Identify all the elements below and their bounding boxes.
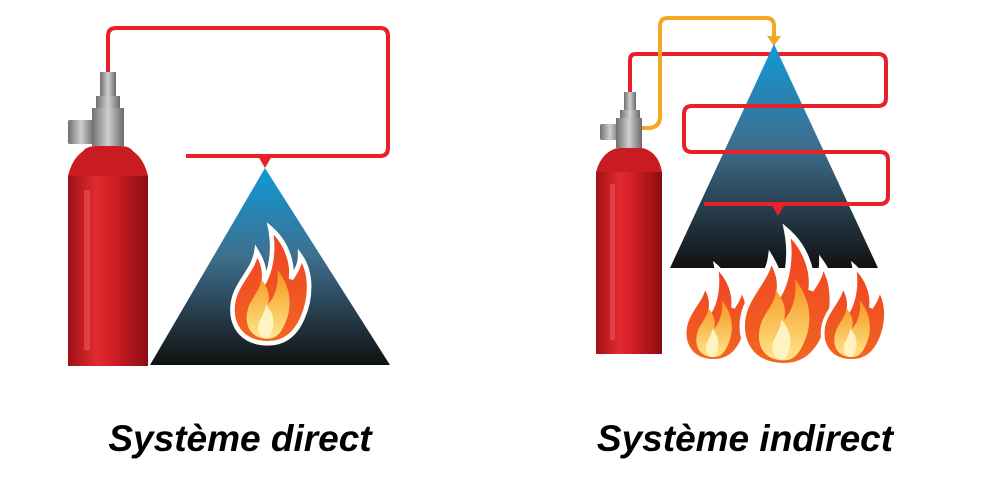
- direct-cylinder-icon: [68, 72, 148, 366]
- direct-pipe: [106, 26, 390, 158]
- direct-nozzle-icon: [258, 156, 272, 168]
- direct-system: [68, 26, 390, 366]
- indirect-system: [596, 16, 890, 366]
- indirect-spray-cone: [670, 44, 878, 268]
- indirect-detection-pipe-front: [700, 104, 870, 206]
- caption-indirect: Système indirect: [596, 418, 894, 459]
- caption-direct: Système direct: [108, 418, 372, 459]
- indirect-cylinder-icon: [596, 92, 662, 354]
- indirect-flame-left-icon: [682, 263, 750, 363]
- indirect-detector-icon: [771, 204, 785, 216]
- indirect-nozzle-icon: [767, 36, 781, 46]
- indirect-feed-line: [640, 16, 776, 130]
- indirect-detection-pipe: [628, 52, 890, 206]
